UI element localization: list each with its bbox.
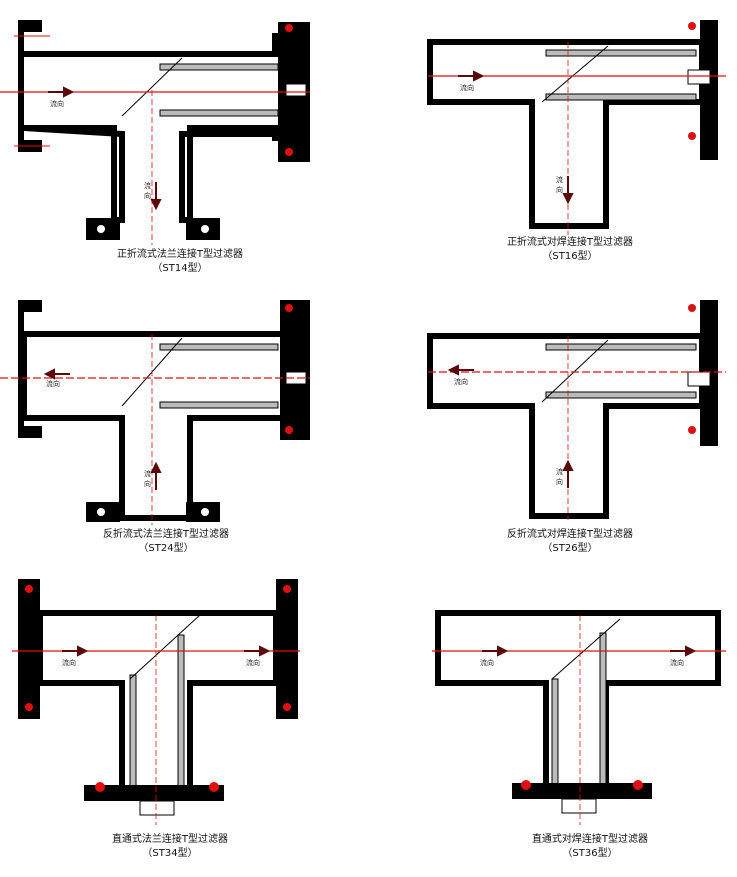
svg-text:流向: 流向 bbox=[670, 658, 684, 667]
left-flange-face bbox=[18, 32, 24, 140]
caption-st16: 正折流式对焊连接T型过滤器 （ST16型） bbox=[460, 236, 680, 264]
model-text: （ST36型） bbox=[562, 848, 618, 859]
svg-text:向: 向 bbox=[144, 191, 151, 200]
flow-arrow-out bbox=[447, 364, 474, 376]
flow-arrow-out bbox=[562, 176, 574, 205]
body-outline bbox=[435, 610, 721, 796]
svg-text:向: 向 bbox=[144, 479, 151, 488]
model-text: （ST34型） bbox=[142, 848, 198, 859]
st14-drawing: 流向 流 向 bbox=[0, 20, 310, 245]
screen-bottom bbox=[159, 109, 279, 117]
caption-text: 直通式法兰连接T型过滤器 bbox=[111, 834, 229, 845]
svg-text:流向: 流向 bbox=[246, 658, 260, 667]
flow-arrow-out bbox=[150, 182, 162, 211]
flow-arrow-in bbox=[150, 461, 162, 490]
caption-text: 反折流式对焊连接T型过滤器 bbox=[506, 529, 634, 540]
end-flange bbox=[700, 20, 718, 160]
st16-drawing: 流向 流 向 bbox=[427, 20, 726, 235]
body-outline bbox=[427, 333, 705, 519]
screen-bottom bbox=[545, 93, 697, 101]
flow-arrow-out bbox=[670, 645, 697, 657]
caption-text: 反折流式法兰连接T型过滤器 bbox=[102, 529, 230, 540]
st34-drawing: 流向 流向 bbox=[12, 579, 300, 825]
caption-st34: 直通式法兰连接T型过滤器 （ST34型） bbox=[60, 833, 280, 861]
bottom-flange bbox=[84, 785, 224, 801]
figure-st24: 流向 流 向 反折流式法兰连接T型过滤器 （ST24型） bbox=[0, 290, 360, 580]
svg-text:流向: 流向 bbox=[454, 377, 468, 386]
flow-arrow-in bbox=[482, 645, 509, 657]
svg-text:流向: 流向 bbox=[46, 379, 60, 388]
flow-label-in: 流向 bbox=[50, 99, 64, 108]
body-outline bbox=[37, 610, 279, 798]
flow-arrow-in bbox=[562, 459, 574, 488]
figure-st34: 流向 流向 直通式法兰连接T型过滤器 （ST34型） bbox=[0, 575, 360, 865]
right-flange bbox=[276, 579, 298, 719]
svg-text:流: 流 bbox=[144, 181, 151, 190]
caption-st14: 正折流式法兰连接T型过滤器 （ST14型） bbox=[70, 248, 290, 276]
svg-text:流: 流 bbox=[556, 467, 563, 476]
bottom-flange bbox=[512, 783, 652, 799]
figure-st14: 流向 流 向 正折流式法兰连接T型过滤器 （ST14型） bbox=[0, 10, 360, 300]
st24-drawing: 流向 流 向 bbox=[0, 300, 310, 525]
left-flange bbox=[18, 579, 40, 719]
st26-drawing: 流向 流 向 bbox=[427, 300, 726, 520]
flow-arrow-out bbox=[244, 645, 271, 657]
flow-arrow-in bbox=[62, 645, 89, 657]
caption-st36: 直通式对焊连接T型过滤器 （ST36型） bbox=[480, 833, 700, 861]
model-text: （ST24型） bbox=[138, 543, 194, 554]
caption-st24: 反折流式法兰连接T型过滤器 （ST24型） bbox=[56, 528, 276, 556]
caption-text: 直通式对焊连接T型过滤器 bbox=[531, 834, 649, 845]
svg-text:向: 向 bbox=[556, 185, 563, 194]
body-outline bbox=[21, 331, 293, 521]
st36-drawing: 流向 流向 bbox=[432, 610, 726, 825]
left-flange-top bbox=[18, 20, 42, 32]
svg-text:流: 流 bbox=[144, 469, 151, 478]
model-text: （ST16型） bbox=[542, 251, 598, 262]
svg-text:流向: 流向 bbox=[62, 658, 76, 667]
svg-text:流向: 流向 bbox=[480, 658, 494, 667]
model-text: （ST26型） bbox=[542, 543, 598, 554]
flow-arrow-in bbox=[458, 70, 485, 82]
figure-st16: 流向 流 向 正折流式对焊连接T型过滤器 （ST16型） bbox=[370, 10, 730, 300]
svg-text:向: 向 bbox=[556, 477, 563, 486]
flow-arrow-in bbox=[48, 86, 75, 98]
caption-text: 正折流式对焊连接T型过滤器 bbox=[506, 237, 634, 248]
svg-text:流: 流 bbox=[556, 175, 563, 184]
svg-text:流向: 流向 bbox=[460, 83, 474, 92]
figure-st26: 流向 流 向 反折流式对焊连接T型过滤器 （ST26型） bbox=[370, 290, 730, 580]
screen-top bbox=[545, 49, 697, 57]
caption-text: 正折流式法兰连接T型过滤器 bbox=[116, 249, 244, 260]
flow-arrow-out bbox=[43, 368, 70, 380]
figure-st36: 流向 流向 直通式对焊连接T型过滤器 （ST36型） bbox=[370, 575, 730, 865]
caption-st26: 反折流式对焊连接T型过滤器 （ST26型） bbox=[460, 528, 680, 556]
model-text: （ST14型） bbox=[152, 263, 208, 274]
screen-top bbox=[159, 63, 279, 71]
